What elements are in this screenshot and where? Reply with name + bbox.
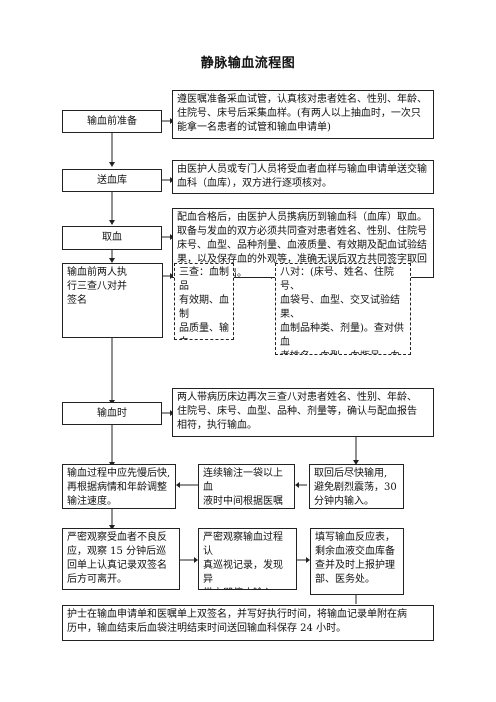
- arrowhead: [353, 460, 359, 465]
- step-transfuse: 输血时: [62, 402, 162, 425]
- step-prepare: 输血前准备: [62, 110, 162, 133]
- arrowhead: [194, 557, 198, 563]
- arrowhead: [176, 482, 180, 488]
- row3-right: 取回后尽快输用, 避免剧烈震荡，30 分钟内输入。: [309, 464, 404, 509]
- desc-transfuse: 两人带病历床边再次三查八对患者姓名、性别、年龄、 住院号、床号、血型、品种、剂量…: [172, 388, 434, 437]
- arrowhead: [109, 525, 115, 530]
- three-checks: 三查：血制品 有效期、血制 品质量、输血 装置是否完整: [174, 263, 234, 340]
- row3-middle-text: 连续输注一袋以上血 液时中间根据医嘱用 0.9%生理盐水冲管。: [203, 468, 283, 507]
- arrowhead: [306, 557, 310, 563]
- desc-prepare: 遵医嘱准备采血试管，认真核对患者姓名、性别、年龄、 住院号、床号后采集血样。(有…: [172, 90, 434, 139]
- arrowhead: [109, 220, 115, 225]
- step-send: 送血库: [62, 169, 162, 192]
- final-note-text: 护士在输血申请单和医嘱单上双签名，并写好执行时间，将输血记录单附在病 历中，输血…: [67, 609, 407, 634]
- step-fetch-label: 取血: [102, 232, 122, 243]
- desc-prepare-text: 遵医嘱准备采血试管，认真核对患者姓名、性别、年龄、 住院号、床号后采集血样。(有…: [177, 94, 427, 133]
- eight-checks: 八对：(床号、姓名、住院号、 血袋号、血型、交叉试验结果、 血制品种类、剂量)。…: [275, 263, 411, 355]
- row4-right: 填写输血反应表， 剩余血液交血库备 查并及时上报护理 部、医务处。: [310, 528, 404, 595]
- arrowhead: [109, 258, 115, 263]
- eight-checks-text: 八对：(床号、姓名、住院号、 血袋号、血型、交叉试验结果、 血制品种类、剂量)。…: [280, 267, 404, 354]
- desc-send-text: 由医护人员或专门人员将受血者血样与输血申请单送交输 血科（血库），双方进行逐项核…: [177, 164, 427, 189]
- arrowhead: [295, 482, 299, 488]
- row4-middle-text: 严密观察输血过程认 真巡视记录，发现异 常立即停止输入，报 告医师配合处理。: [203, 532, 283, 589]
- page-title: 静脉输血流程图: [200, 56, 296, 71]
- final-note: 护士在输血申请单和医嘱单上双签名，并写好执行时间，将输血记录单附在病 历中，输血…: [62, 605, 434, 641]
- step-transfuse-label: 输血时: [97, 407, 127, 419]
- row3-left: 输血过程中应先慢后快, 再根据病情和年龄调整 输注速度。: [62, 464, 176, 509]
- step-check: 输血前两人执 行三查八对并 签名: [62, 263, 163, 338]
- three-checks-text: 三查：血制品 有效期、血制 品质量、输血 装置是否完整: [179, 267, 229, 339]
- row3-right-text: 取回后尽快输用, 避免剧烈震荡，30 分钟内输入。: [314, 468, 397, 507]
- row4-right-text: 填写输血反应表， 剩余血液交血库备 查并及时上报护理 部、医务处。: [315, 532, 395, 585]
- step-check-label: 输血前两人执 行三查八对并 签名: [67, 267, 127, 306]
- row4-middle: 严密观察输血过程认 真巡视记录，发现异 常立即停止输入，报 告医师配合处理。: [198, 528, 297, 590]
- desc-transfuse-text: 两人带病历床边再次三查八对患者姓名、性别、年龄、 住院号、床号、血型、品种、剂量…: [177, 392, 417, 431]
- desc-send: 由医护人员或专门人员将受血者血样与输血申请单送交输 血科（血库），双方进行逐项核…: [172, 160, 434, 194]
- step-send-label: 送血库: [97, 174, 127, 186]
- step-prepare-label: 输血前准备: [87, 115, 137, 127]
- row4-left: 严密观察受血者不良反 应，观察 15 分钟后巡 回单上认真记录双签名 后方可离开…: [62, 528, 180, 590]
- row3-middle: 连续输注一袋以上血 液时中间根据医嘱用 0.9%生理盐水冲管。: [198, 464, 295, 509]
- step-fetch: 取血: [62, 226, 162, 250]
- row4-left-text: 严密观察受血者不良反 应，观察 15 分钟后巡 回单上认真记录双签名 后方可离开…: [67, 532, 167, 585]
- row3-left-text: 输血过程中应先慢后快, 再根据病情和年龄调整 输注速度。: [67, 468, 171, 507]
- arrowhead: [109, 162, 115, 167]
